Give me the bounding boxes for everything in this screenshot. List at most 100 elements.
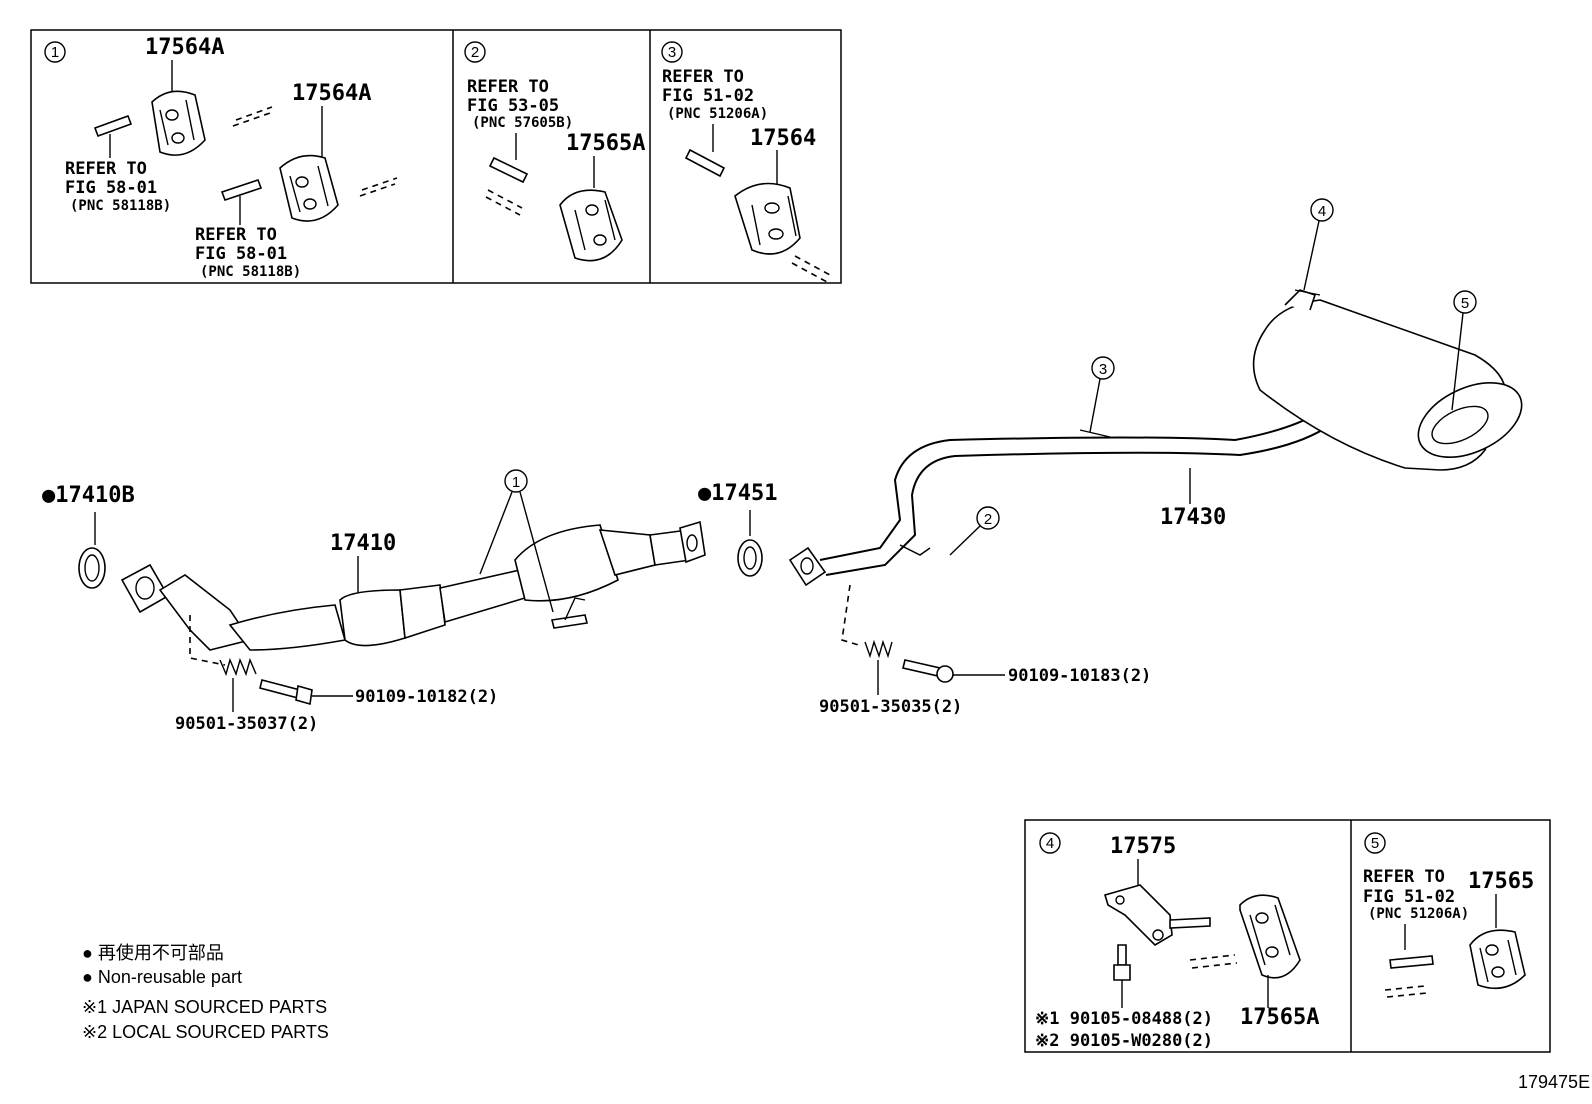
legend: ● 再使用不可部品 ● Non-reusable part ※1 JAPAN S… xyxy=(82,943,329,1042)
rubber-hanger-icon xyxy=(1469,929,1526,990)
refer-text: REFER TO xyxy=(467,77,549,97)
inset-number: 5 xyxy=(1371,835,1379,852)
leader-line xyxy=(479,491,513,575)
inset-number-circle xyxy=(464,41,486,63)
inset-frame-bottom xyxy=(1024,819,1551,1053)
part-label: ●17451 xyxy=(698,481,777,506)
callout-circle xyxy=(1091,356,1115,380)
part-label: 17575 xyxy=(1110,834,1176,859)
callout-circle xyxy=(976,506,1000,530)
part-label: 17410 xyxy=(330,531,396,556)
callout-number: 2 xyxy=(984,511,992,528)
leader-line xyxy=(1089,378,1101,433)
refer-text: REFER TO xyxy=(65,159,147,179)
leader-line xyxy=(519,491,554,613)
inset-1: 1 17564A REFER TO FIG 58-01 (PNC 58118B)… xyxy=(44,35,398,280)
rubber-hanger-icon xyxy=(734,182,801,255)
part-label: 17564A xyxy=(145,35,224,60)
refer-text: FIG 53-05 xyxy=(467,96,559,116)
inset-frame-top xyxy=(30,29,842,284)
part-label: 90501-35035(2) xyxy=(819,697,962,717)
leader-line xyxy=(1303,220,1320,291)
flange-icon xyxy=(679,520,706,564)
inset-group-bottom xyxy=(1024,819,1551,1053)
part-label: 90501-35037(2) xyxy=(175,714,318,734)
part-label: 17430 xyxy=(1160,505,1226,530)
refer-pnc: (PNC 51206A) xyxy=(1368,906,1469,922)
callout-4: 4 xyxy=(1303,198,1334,291)
refer-text: FIG 58-01 xyxy=(195,244,287,264)
compression-spring-icon xyxy=(864,639,893,659)
leader-line xyxy=(1451,312,1464,411)
hanger-bracket-icon xyxy=(899,544,931,556)
callout-circle xyxy=(504,469,528,493)
catalytic-converter-icon xyxy=(339,589,406,647)
part-label: ※2 90105-W0280(2) xyxy=(1035,1031,1213,1051)
refer-pnc: (PNC 58118B) xyxy=(70,198,171,214)
rubber-hanger-icon xyxy=(151,90,206,156)
front-exhaust-pipe: 17410 xyxy=(120,520,706,666)
inset-number-circle xyxy=(661,41,683,63)
gasket-ring-icon xyxy=(78,547,106,589)
tail-pipe-muffler xyxy=(788,289,1523,647)
inset-4: 4 17575 ※1 90105-08488(2) ※2 90105-W0280… xyxy=(1035,832,1319,1051)
callout-1: 1 xyxy=(479,469,554,613)
part-label: ●17410B xyxy=(42,483,135,508)
refer-pnc: (PNC 58118B) xyxy=(200,264,301,280)
compression-spring-icon xyxy=(219,657,257,677)
legend-note-1: ※1 JAPAN SOURCED PARTS xyxy=(82,997,327,1017)
assembly-guide-line xyxy=(189,615,226,666)
gasket-front: ●17410B xyxy=(42,483,135,589)
rear-bolt-spring: 90501-35035(2) 90109-10183(2) xyxy=(819,639,1151,717)
legend-note-2: ※2 LOCAL SOURCED PARTS xyxy=(82,1022,329,1042)
callout-number: 5 xyxy=(1461,295,1469,312)
part-label: 17565 xyxy=(1468,869,1534,894)
refer-text: FIG 58-01 xyxy=(65,178,157,198)
hanger-pin-icon xyxy=(551,614,588,629)
refer-text: REFER TO xyxy=(662,67,744,87)
callout-circle xyxy=(1453,290,1477,314)
assembly-guide-line xyxy=(1189,954,1236,961)
refer-text: FIG 51-02 xyxy=(1363,887,1455,907)
inset-number: 4 xyxy=(1046,835,1054,852)
inset-number-circle xyxy=(44,41,66,63)
bolt-icon xyxy=(259,679,313,706)
inset-number-circle xyxy=(1039,832,1061,854)
callout-2: 2 xyxy=(949,506,1000,556)
flange-icon xyxy=(788,546,827,587)
callout-number: 1 xyxy=(512,474,520,491)
assembly-guide-line xyxy=(841,584,863,647)
hanger-pin-icon xyxy=(1079,429,1111,438)
refer-text: REFER TO xyxy=(1363,867,1445,887)
rubber-hanger-icon xyxy=(559,189,623,262)
legend-en: ● Non-reusable part xyxy=(82,967,242,987)
legend-jp: ● 再使用不可部品 xyxy=(82,943,224,963)
rubber-hanger-icon xyxy=(1239,894,1301,979)
callout-5: 5 xyxy=(1451,290,1477,411)
part-label: 90109-10183(2) xyxy=(1008,666,1151,686)
part-label: 90109-10182(2) xyxy=(355,687,498,707)
refer-pnc: (PNC 51206A) xyxy=(667,106,768,122)
catalytic-converter-icon xyxy=(514,524,619,602)
refer-text: REFER TO xyxy=(195,225,277,245)
figure-id: 179475E xyxy=(1518,1072,1590,1092)
part-label: 17564A xyxy=(292,81,371,106)
hanger-rod-icon xyxy=(684,148,831,283)
inset-number-circle xyxy=(1364,832,1386,854)
rubber-hanger-icon xyxy=(279,154,339,222)
part-label: 17564 xyxy=(750,126,816,151)
inset-5: 5 REFER TO FIG 51-02 (PNC 51206A) 17565 xyxy=(1363,832,1534,998)
hanger-bracket-icon xyxy=(1104,884,1211,947)
part-label: 17565A xyxy=(1240,1005,1319,1030)
bolt-icon xyxy=(1113,944,1131,981)
part-label: ※1 90105-08488(2) xyxy=(1035,1009,1213,1029)
hanger-rod-icon xyxy=(1384,955,1434,998)
inset-number: 2 xyxy=(471,44,479,61)
part-label: 17565A xyxy=(566,131,645,156)
inset-2: 2 REFER TO FIG 53-05 (PNC 57605B) 17565A xyxy=(464,41,645,262)
hanger-rod-icon xyxy=(93,106,273,138)
callout-3: 3 xyxy=(1089,356,1115,433)
callout-number: 3 xyxy=(1099,361,1107,378)
